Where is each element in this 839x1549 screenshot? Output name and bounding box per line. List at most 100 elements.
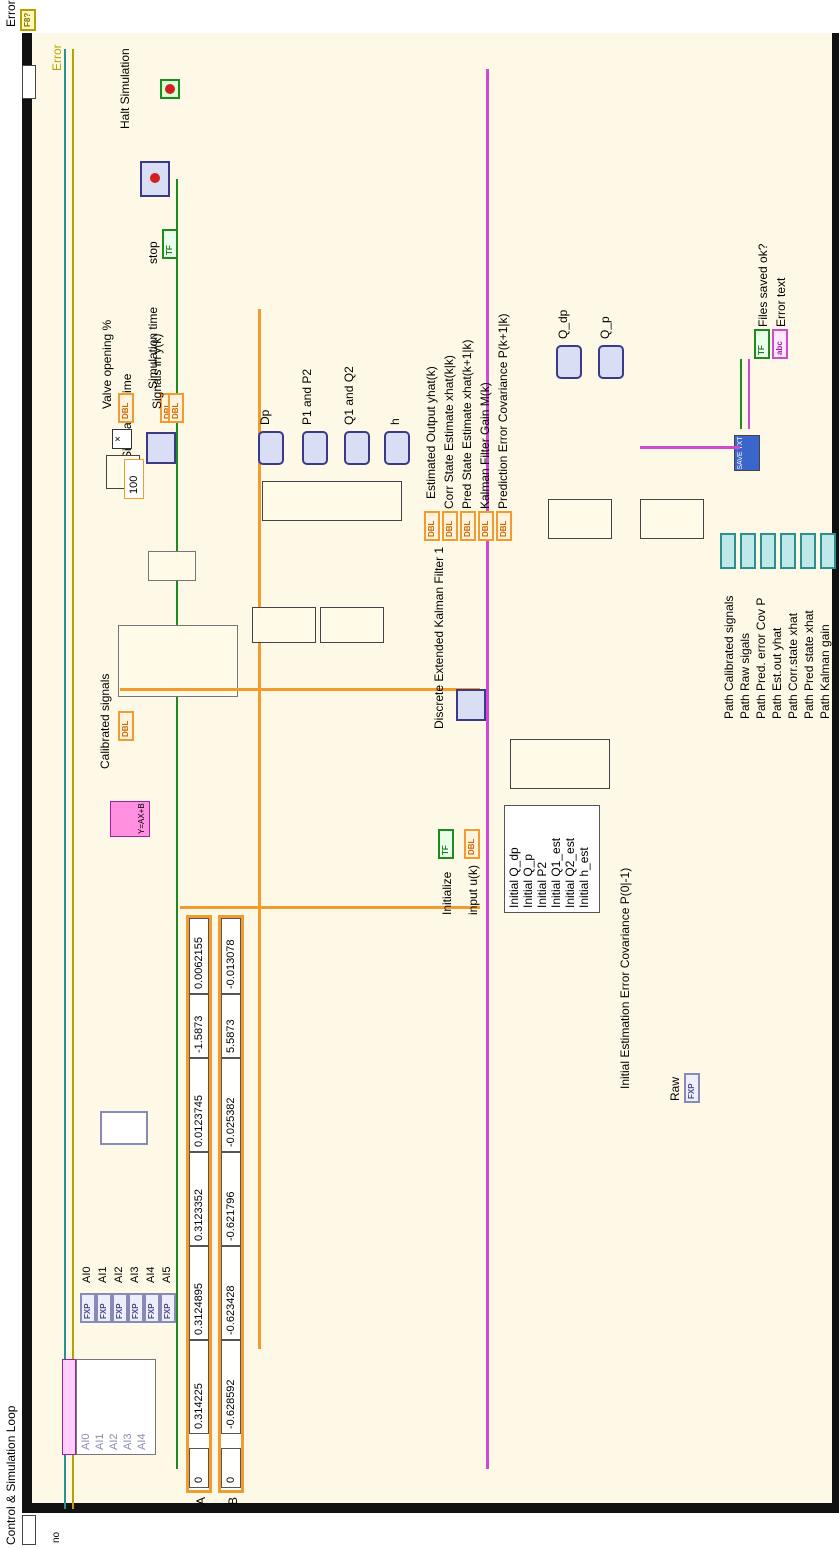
- initial-input: Initial Q2_est: [563, 802, 577, 908]
- index-array-node-2[interactable]: [148, 551, 196, 581]
- calibration-node[interactable]: Y=AX+B: [110, 801, 150, 837]
- kalman-out-terminal[interactable]: DBL: [496, 511, 512, 541]
- fxp-terminal[interactable]: FXP: [80, 1293, 96, 1323]
- wire-top-error: [72, 49, 74, 1509]
- matrix-a-cell[interactable]: 0.3123352: [189, 1152, 209, 1246]
- matrix-b-cell[interactable]: -0.621796: [221, 1152, 241, 1246]
- valve-label: Valve opening %: [100, 320, 114, 409]
- signals-terminal[interactable]: DBL: [168, 393, 184, 423]
- path-constant[interactable]: [740, 533, 756, 569]
- kalman-out-terminal[interactable]: DBL: [442, 511, 458, 541]
- raw-terminal[interactable]: FXP: [684, 1073, 700, 1103]
- input-terminal[interactable]: DBL: [464, 829, 480, 859]
- daq-channel: AI3: [121, 1356, 135, 1450]
- initialize-terminal[interactable]: TF: [438, 829, 454, 859]
- matrix-a-cell[interactable]: 0.0123745: [189, 1058, 209, 1152]
- matrix-a-array[interactable]: 0 0.314225 0.3124895 0.3123352 0.0123745…: [186, 915, 212, 1493]
- bundle-save-node[interactable]: [640, 499, 704, 539]
- initial-input: Initial h_est: [577, 802, 591, 908]
- unbundle-node-1[interactable]: [252, 607, 316, 643]
- build-array-node[interactable]: [100, 1111, 148, 1145]
- matrix-a-cell[interactable]: 0.0062155: [189, 918, 209, 994]
- graph-dp[interactable]: [258, 431, 284, 465]
- kalman-out-terminal[interactable]: DBL: [460, 511, 476, 541]
- fxp-terminal[interactable]: FXP: [112, 1293, 128, 1323]
- graph-label: Q_p: [598, 316, 612, 339]
- wire-string-save-2: [748, 359, 750, 429]
- raw-label: Raw: [668, 1077, 682, 1101]
- matrix-a-index[interactable]: 0: [189, 1448, 209, 1488]
- valve-multiplier[interactable]: 100: [124, 459, 144, 499]
- matrix-b-cell[interactable]: -0.025382: [221, 1058, 241, 1152]
- stop-terminal[interactable]: TF: [162, 229, 178, 259]
- matrix-a-cell[interactable]: 0.314225: [189, 1340, 209, 1434]
- bundle-right-node[interactable]: [548, 499, 612, 539]
- graph-qp[interactable]: [598, 345, 624, 379]
- path-label: Path Corr.state xhat: [786, 613, 800, 719]
- initial-input: Initial P2: [535, 802, 549, 908]
- path-constant[interactable]: [760, 533, 776, 569]
- path-constant[interactable]: [800, 533, 816, 569]
- valve-terminal[interactable]: DBL: [118, 393, 134, 423]
- matrix-b-cell[interactable]: 5.5873: [221, 994, 241, 1058]
- daq-channel: AI1: [93, 1356, 107, 1450]
- error-text-terminal[interactable]: abc: [772, 329, 788, 359]
- graph-h[interactable]: [384, 431, 410, 465]
- path-constant[interactable]: [720, 533, 736, 569]
- daq-read-node[interactable]: [62, 1359, 76, 1455]
- graph-qdp[interactable]: [556, 345, 582, 379]
- wire-top-teal: [64, 49, 66, 1509]
- right-loop-node[interactable]: [22, 65, 36, 99]
- graph-q1q2[interactable]: [344, 431, 370, 465]
- unbundle-node-2[interactable]: [320, 607, 384, 643]
- graph-p1p2[interactable]: [302, 431, 328, 465]
- left-input-node[interactable]: [22, 1515, 36, 1545]
- stop-button-indicator[interactable]: [160, 79, 180, 99]
- matrix-a-cell[interactable]: -1.5873: [189, 994, 209, 1058]
- files-saved-terminal[interactable]: TF: [754, 329, 770, 359]
- build-array-initial[interactable]: [510, 739, 610, 789]
- error-in-terminal[interactable]: F8?: [20, 9, 36, 31]
- fxp-terminal[interactable]: FXP: [96, 1293, 112, 1323]
- matrix-b-cell[interactable]: -0.013078: [221, 918, 241, 994]
- ai-label: AI2: [112, 1266, 126, 1283]
- matrix-b-cell[interactable]: -0.623428: [221, 1246, 241, 1340]
- index-array-node[interactable]: [118, 625, 238, 697]
- wire-string-save: [640, 446, 740, 449]
- wire-stop: [176, 179, 178, 1469]
- matrix-b-array[interactable]: 0 -0.628592 -0.623428 -0.621796 -0.02538…: [218, 915, 244, 1493]
- fxp-terminal[interactable]: FXP: [128, 1293, 144, 1323]
- path-label: Path Calibrated signals: [722, 596, 736, 719]
- fxp-terminal[interactable]: FXP: [160, 1293, 176, 1323]
- halt-node[interactable]: [140, 161, 170, 197]
- wire-double-2: [180, 906, 480, 909]
- save-node[interactable]: SAVE TXT: [734, 435, 760, 471]
- kalman-out-terminal[interactable]: DBL: [478, 511, 494, 541]
- simulation-loop-frame[interactable]: [22, 33, 839, 1513]
- left-input-value: no: [50, 1532, 64, 1543]
- calibrated-terminal[interactable]: DBL: [118, 711, 134, 741]
- ai-label: AI0: [80, 1266, 94, 1283]
- path-constant[interactable]: [820, 533, 836, 569]
- initial-cov-label: Initial Estimation Error Covariance P(0|…: [618, 868, 632, 1089]
- matrix-a-cell[interactable]: 0.3124895: [189, 1246, 209, 1340]
- wire-string-main: [486, 69, 489, 1469]
- wire-double-1: [258, 309, 261, 1349]
- kalman-out-terminal[interactable]: DBL: [424, 511, 440, 541]
- daq-channel: AI0: [79, 1356, 93, 1450]
- clock-icon[interactable]: [146, 432, 176, 464]
- bundle-graphs-node[interactable]: [262, 481, 402, 521]
- multiply-icon[interactable]: ×: [112, 429, 132, 449]
- fxp-terminal[interactable]: FXP: [144, 1293, 160, 1323]
- wire-double-3: [120, 688, 480, 691]
- calibrated-label: Calibrated signals: [98, 674, 112, 769]
- kalman-node[interactable]: [456, 689, 486, 721]
- path-label: Path Raw sigals: [738, 633, 752, 719]
- ai-label: AI4: [144, 1266, 158, 1283]
- matrix-b-index[interactable]: 0: [221, 1448, 241, 1488]
- matrix-b-cell[interactable]: -0.628592: [221, 1340, 241, 1434]
- path-constant[interactable]: [780, 533, 796, 569]
- error-text-label: Error text: [774, 278, 788, 327]
- ai-label: AI1: [96, 1266, 110, 1283]
